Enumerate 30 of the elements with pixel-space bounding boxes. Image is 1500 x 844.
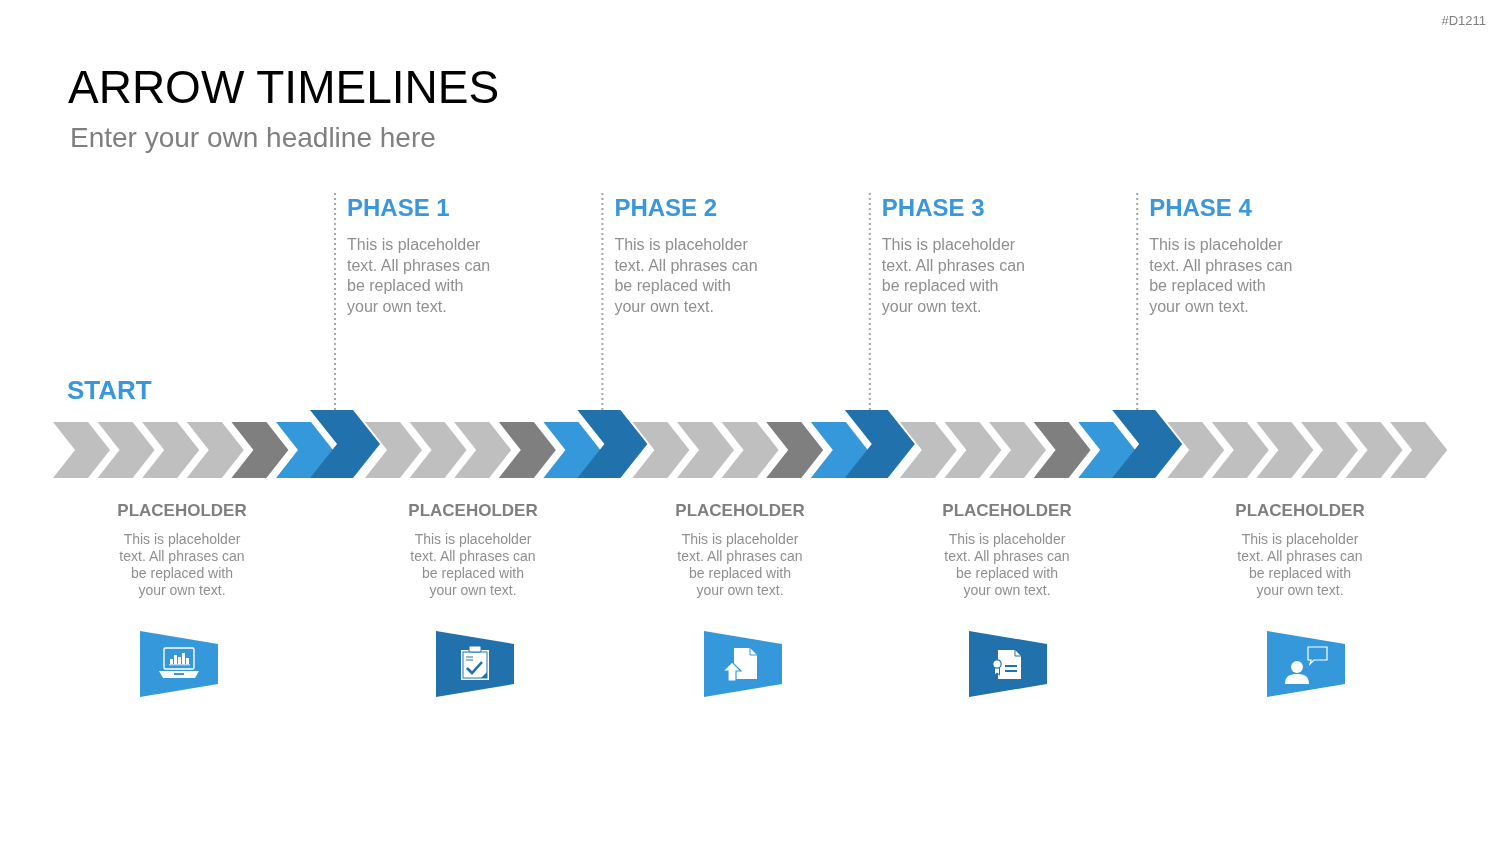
phase-heading: PHASE 3: [881, 196, 985, 220]
column-heading: PLACEHOLDER: [116, 502, 248, 519]
leader-line: [334, 192, 336, 411]
phase-description: This is placeholder text. All phrases can be replaced with your own text.: [881, 235, 1026, 317]
phase-heading: PHASE 1: [347, 196, 450, 220]
phase-description: This is placeholder text. All phrases can be replaced with your own text.: [614, 235, 759, 317]
column-heading: PLACEHOLDER: [941, 502, 1073, 519]
phase-heading: PHASE 2: [614, 196, 718, 220]
chevron-arrow: [1112, 410, 1183, 478]
reference-code: #D1211: [1441, 14, 1486, 27]
column-heading: PLACEHOLDER: [407, 502, 539, 519]
column-heading: PLACEHOLDER: [1234, 502, 1366, 519]
column-description: This is placeholder text. All phrases can be replaced with your own text.: [943, 531, 1071, 599]
leader-line: [601, 192, 604, 411]
column-description: This is placeholder text. All phrases can be replaced with your own text.: [676, 531, 804, 599]
chevron-arrow: [577, 410, 648, 478]
column-description: This is placeholder text. All phrases can be replaced with your own text.: [118, 531, 246, 599]
leader-line: [1136, 192, 1139, 411]
column-description: This is placeholder text. All phrases can be replaced with your own text.: [1236, 531, 1364, 599]
chevron-arrow: [844, 410, 915, 478]
column-description: This is placeholder text. All phrases can be replaced with your own text.: [409, 531, 537, 599]
slide-title: ARROW TIMELINES: [68, 64, 500, 110]
start-label: START: [67, 377, 152, 403]
leader-line: [868, 192, 871, 411]
column-heading: PLACEHOLDER: [674, 502, 806, 519]
phase-heading: PHASE 4: [1149, 196, 1252, 220]
chevron-arrow: [310, 410, 380, 478]
phase-description: This is placeholder text. All phrases can be replaced with your own text.: [347, 235, 492, 317]
slide-subtitle: Enter your own headline here: [70, 124, 436, 152]
phase-description: This is placeholder text. All phrases can be replaced with your own text.: [1149, 235, 1294, 317]
